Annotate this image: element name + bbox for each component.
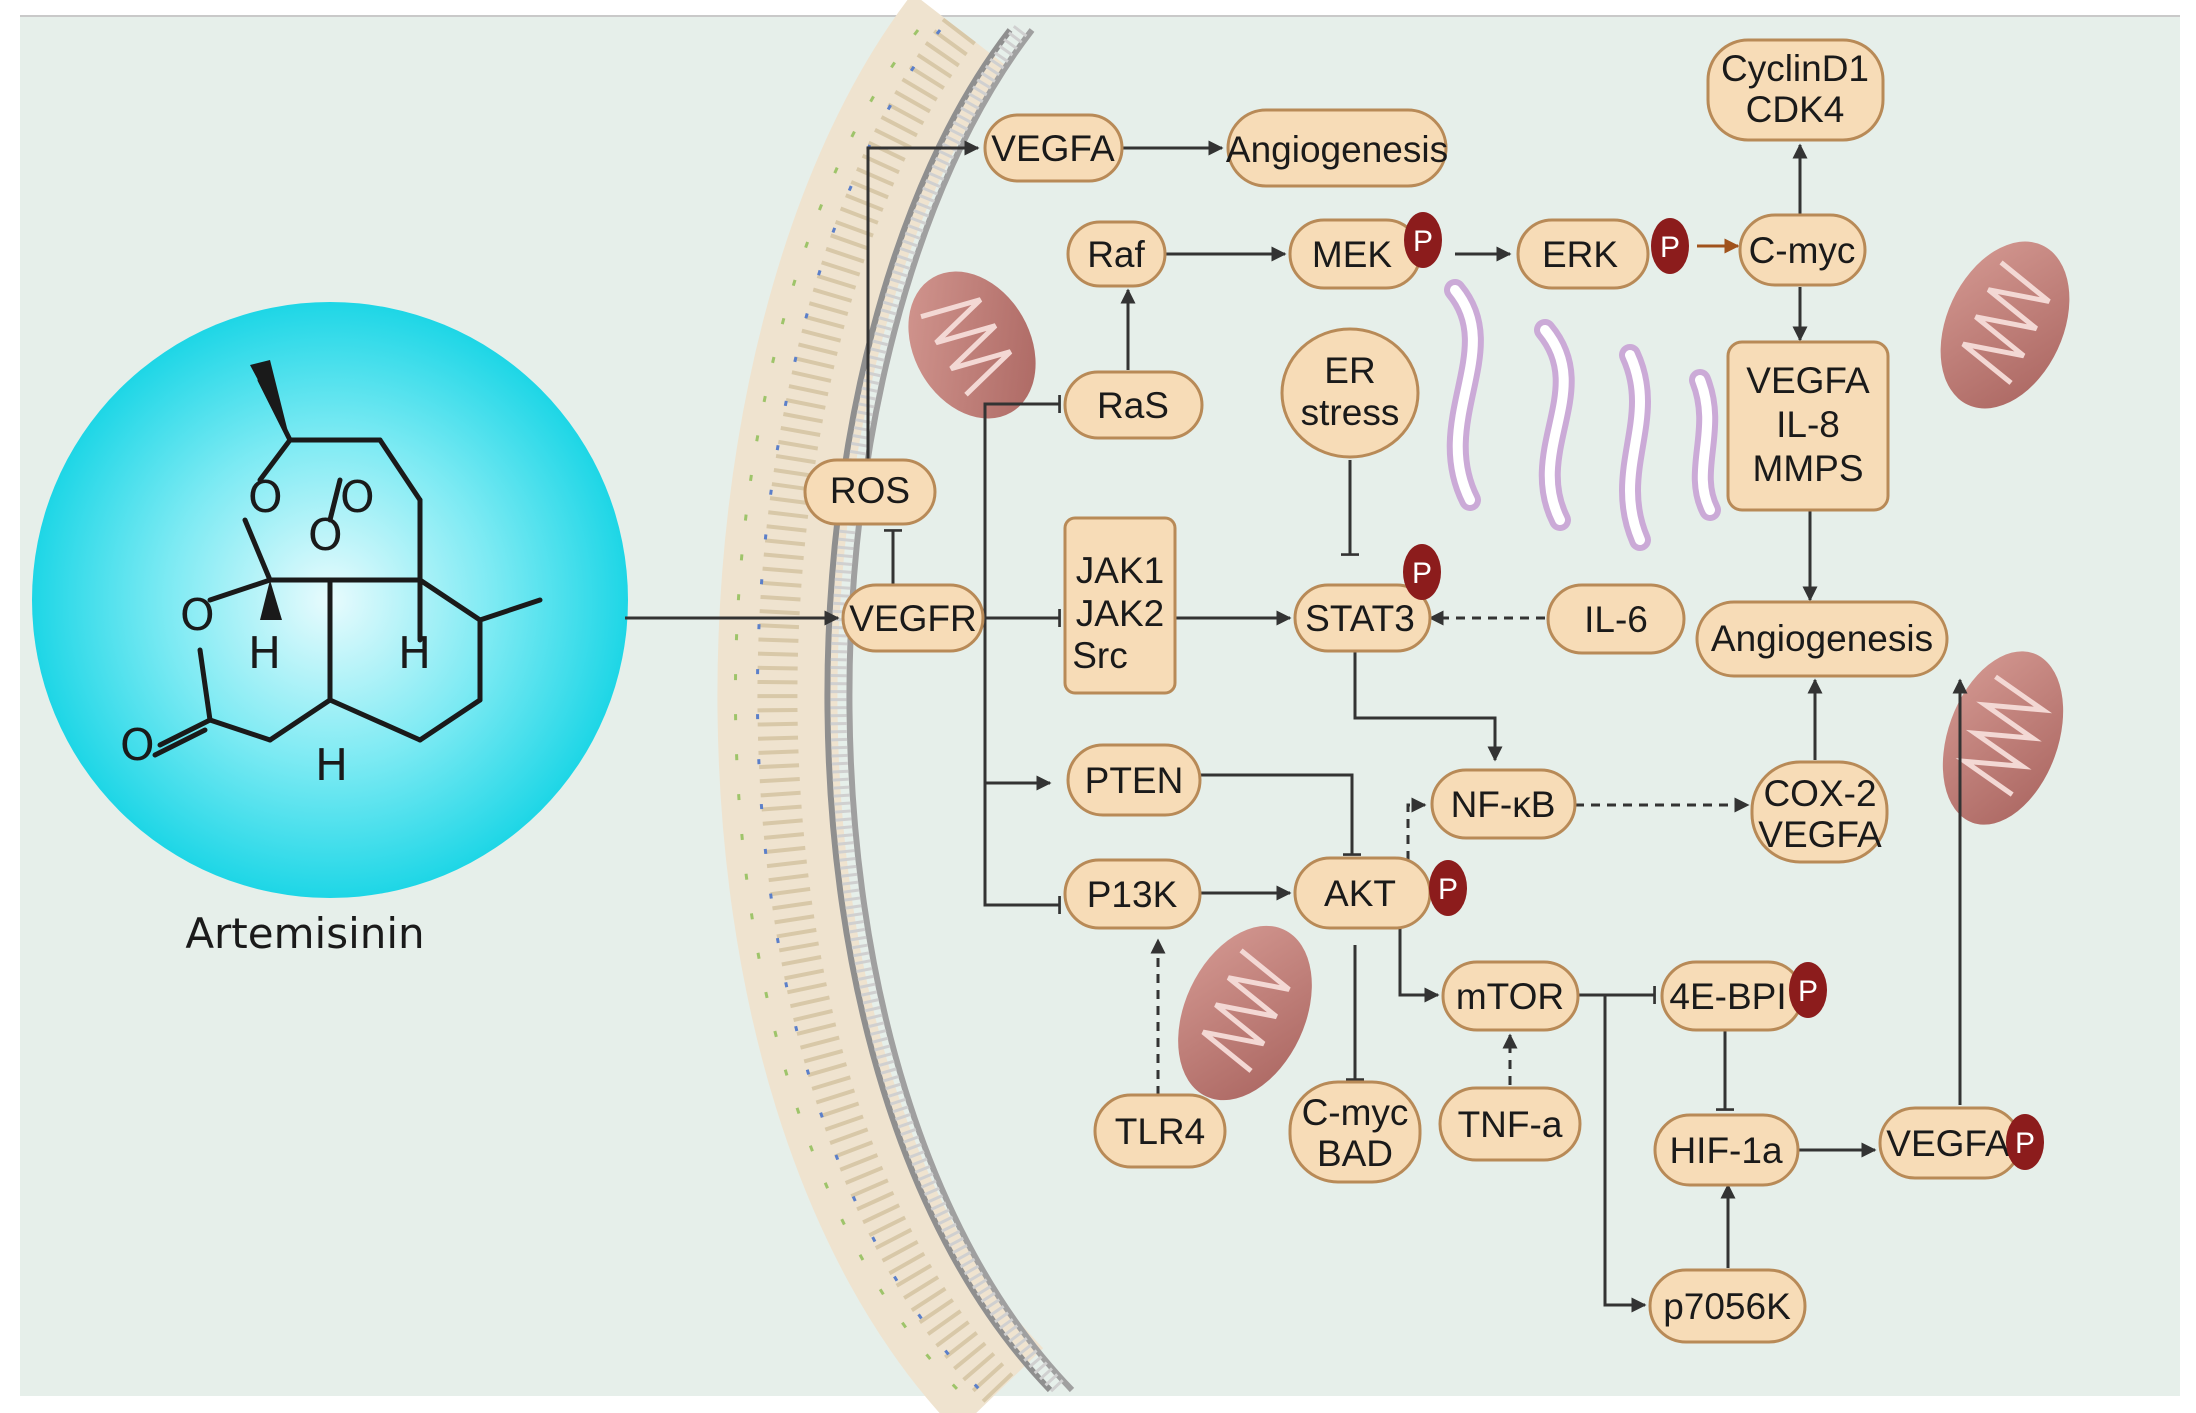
node-erk: ERK: [1516, 218, 1650, 290]
node-cmyc-bad-line1: C-myc: [1302, 1092, 1409, 1133]
svg-text:O: O: [308, 510, 343, 561]
svg-text:P: P: [1412, 557, 1432, 590]
drug-name: Artemisinin: [185, 909, 424, 958]
node-cox2-line: COX-2: [1763, 773, 1876, 814]
node-nfkb: NF-κB: [1430, 768, 1577, 840]
node-er-stress-line2: stress: [1301, 392, 1400, 433]
node-il6-label: IL-6: [1584, 599, 1648, 640]
node-jak1-line: JAK1: [1076, 550, 1164, 591]
node-hif1a: HIF-1a: [1653, 1113, 1800, 1187]
node-stat3-label: STAT3: [1305, 598, 1415, 639]
artemisinin-molecule: O O O O O H H H: [32, 302, 628, 898]
svg-text:P: P: [1438, 873, 1458, 906]
phospho-badge-vegfa: P: [2006, 1114, 2044, 1170]
mitochondrion-icon: [1942, 651, 2064, 825]
node-er-stress: ER stress: [1280, 327, 1420, 459]
svg-text:P: P: [1660, 231, 1680, 264]
svg-text:H: H: [248, 628, 281, 679]
node-vegfa-bottom-label: VEGFA: [1886, 1123, 2010, 1164]
node-cmyc-top: C-myc: [1738, 213, 1867, 287]
node-p13k: P13K: [1063, 858, 1202, 930]
node-er-stress-line1: ER: [1324, 350, 1375, 391]
node-tlr4: TLR4: [1093, 1093, 1227, 1169]
node-il8-line: IL-8: [1776, 404, 1840, 445]
node-akt: AKT: [1293, 856, 1432, 930]
node-erk-label: ERK: [1542, 234, 1618, 275]
node-cyclind1-cdk4: CyclinD1 CDK4: [1706, 38, 1885, 142]
node-cox2-vegfa: COX-2 VEGFA: [1750, 760, 1889, 864]
node-angiogenesis-top-label: Angiogenesis: [1226, 129, 1448, 170]
node-4ebpi-label: 4E-BPI: [1669, 976, 1786, 1017]
node-vegfr: VEGFR: [841, 583, 985, 653]
endoplasmic-reticulum-icon: [1450, 285, 1715, 545]
pathway-dashed-edges: [1150, 610, 1750, 1095]
phospho-badge-erk: P: [1651, 218, 1689, 274]
phospho-badge-mek: P: [1404, 212, 1442, 268]
node-vegfa-top: VEGFA: [983, 113, 1124, 183]
node-mtor-label: mTOR: [1456, 976, 1564, 1017]
svg-text:P: P: [1413, 225, 1433, 258]
node-cdk4-label: CDK4: [1746, 89, 1845, 130]
node-raf: Raf: [1066, 220, 1167, 288]
node-angiogenesis-right: Angiogenesis: [1695, 600, 1949, 678]
node-vegfr-label: VEGFR: [849, 598, 976, 639]
node-tnfa: TNF-a: [1438, 1086, 1582, 1162]
mitochondrion-icon: [1940, 241, 2070, 409]
node-jak-src: JAK1 JAK2 Src: [1063, 516, 1177, 695]
node-vegfa-bottom: VEGFA: [1878, 1106, 2022, 1180]
phospho-badge-stat3: P: [1403, 544, 1441, 600]
node-p13k-label: P13K: [1087, 874, 1178, 915]
node-angiogenesis-top: Angiogenesis: [1226, 108, 1448, 188]
svg-text:O: O: [340, 472, 375, 523]
node-4ebpi: 4E-BPI: [1660, 960, 1804, 1032]
node-ras: RaS: [1063, 370, 1204, 440]
node-pten-label: PTEN: [1085, 760, 1184, 801]
pathway-edges: [625, 140, 1968, 1313]
node-nfkb-label: NF-κB: [1451, 784, 1556, 825]
svg-text:O: O: [248, 472, 283, 523]
node-cyclind1-label: CyclinD1: [1721, 48, 1869, 89]
svg-text:O: O: [180, 590, 215, 641]
node-hif1a-label: HIF-1a: [1669, 1130, 1783, 1171]
node-ros: ROS: [803, 458, 937, 526]
node-angiogenesis-right-label: Angiogenesis: [1711, 618, 1933, 659]
node-ras-label: RaS: [1097, 385, 1169, 426]
node-vegfa-il8-mmps: VEGFA IL-8 MMPS: [1726, 340, 1890, 512]
node-src-line: Src: [1072, 635, 1128, 676]
node-il6: IL-6: [1546, 583, 1686, 655]
node-cox-vegfa-line: VEGFA: [1758, 814, 1882, 855]
node-p7056k: p7056K: [1648, 1268, 1807, 1344]
phospho-badge-akt: P: [1429, 860, 1467, 916]
node-mek-label: MEK: [1312, 234, 1393, 275]
svg-text:P: P: [2015, 1127, 2035, 1160]
node-raf-label: Raf: [1087, 234, 1145, 275]
node-akt-label: AKT: [1324, 873, 1396, 914]
node-pten: PTEN: [1066, 743, 1202, 817]
node-cmyc-bad: C-myc BAD: [1288, 1080, 1422, 1184]
node-bad-line: BAD: [1317, 1133, 1393, 1174]
node-vegfa-box-line1: VEGFA: [1746, 360, 1870, 401]
mitochondrion-icon: [1178, 925, 1312, 1101]
node-mtor: mTOR: [1441, 960, 1580, 1032]
svg-text:H: H: [315, 740, 348, 791]
phospho-badge-4ebpi: P: [1789, 962, 1827, 1018]
node-tnfa-label: TNF-a: [1458, 1104, 1563, 1145]
node-jak2-line: JAK2: [1076, 593, 1164, 634]
node-mmps-line: MMPS: [1753, 448, 1864, 489]
node-tlr4-label: TLR4: [1115, 1111, 1205, 1152]
node-ros-label: ROS: [830, 470, 910, 511]
node-p7056k-label: p7056K: [1663, 1286, 1791, 1327]
node-cmyc-top-label: C-myc: [1749, 230, 1856, 271]
node-vegfa-top-label: VEGFA: [991, 128, 1115, 169]
node-stat3: STAT3: [1293, 583, 1432, 653]
svg-text:P: P: [1798, 975, 1818, 1008]
mitochondrion-icon: [908, 271, 1036, 419]
node-mek: MEK: [1288, 218, 1422, 290]
svg-text:O: O: [120, 720, 155, 771]
svg-text:H: H: [398, 628, 431, 679]
